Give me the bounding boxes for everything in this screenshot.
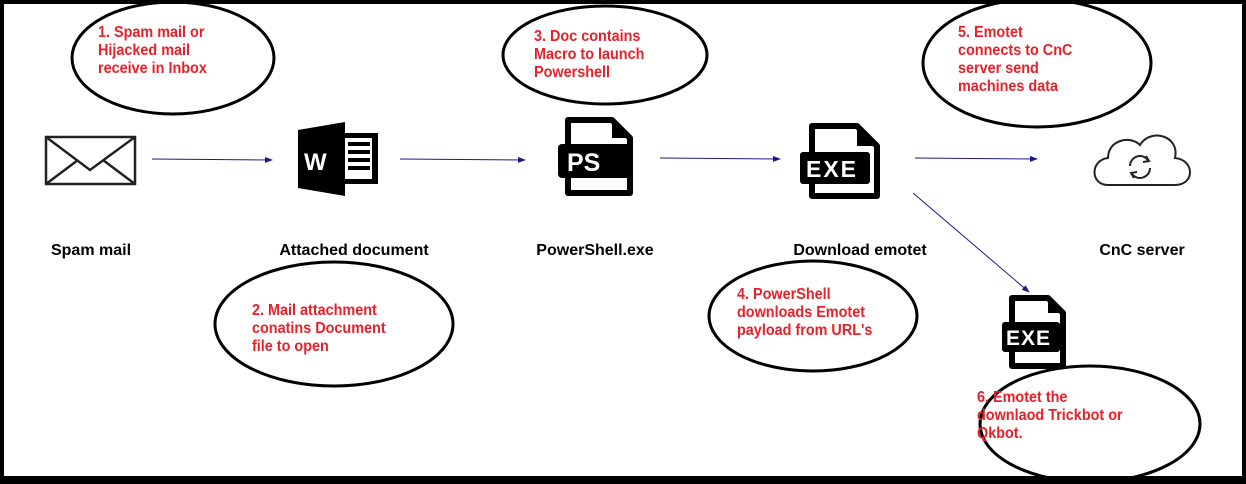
label-cnc-server: CnC server <box>1099 242 1185 259</box>
arrow-emotet-to-cnc <box>914 155 1038 162</box>
label-spam-mail: Spam mail <box>50 242 132 259</box>
arrow-emotet-to-payload <box>912 192 1030 293</box>
exe-file-icon: EXE <box>800 123 880 199</box>
label-attached-document: Attached document <box>279 242 429 259</box>
note-bubble-2 <box>213 260 455 388</box>
exe-icon-text: EXE <box>806 156 858 182</box>
label-powershell-exe: PowerShell.exe <box>536 242 654 259</box>
label-download-emotet: Download emotet <box>793 242 927 259</box>
note-3-text: 3. Doc contains Macro to launch Powershe… <box>534 28 645 81</box>
svg-text:W: W <box>304 149 327 176</box>
exe-payload-icon: EXE <box>1002 295 1066 369</box>
note-5-text: 5. Emotet connects to CnC server send ma… <box>958 24 1073 95</box>
note-6-text: 6. Emotet the downlaod Trickbot or Qkbot… <box>977 389 1123 442</box>
powershell-file-icon: PS <box>558 117 633 196</box>
note-1-text: 1. Spam mail or Hijacked mail receive in… <box>98 24 207 77</box>
arrow-document-to-powershell <box>399 156 526 163</box>
envelope-icon <box>44 135 137 186</box>
cloud-sync-icon <box>1093 134 1191 186</box>
note-bubble-3 <box>501 4 709 106</box>
arrow-mail-to-document <box>151 156 273 163</box>
word-document-icon: W <box>298 122 378 196</box>
note-2-text: 2. Mail attachment conatins Document fil… <box>252 302 386 355</box>
powershell-icon-text: PS <box>567 149 600 177</box>
note-bubble-1 <box>70 0 276 116</box>
note-bubble-5 <box>921 0 1153 129</box>
arrow-powershell-to-emotet <box>659 155 781 162</box>
exe-payload-icon-text: EXE <box>1006 327 1051 350</box>
note-bubble-4 <box>707 259 919 373</box>
note-bubble-6 <box>978 364 1202 484</box>
note-4-text: 4. PowerShell downloads Emotet payload f… <box>737 286 873 339</box>
